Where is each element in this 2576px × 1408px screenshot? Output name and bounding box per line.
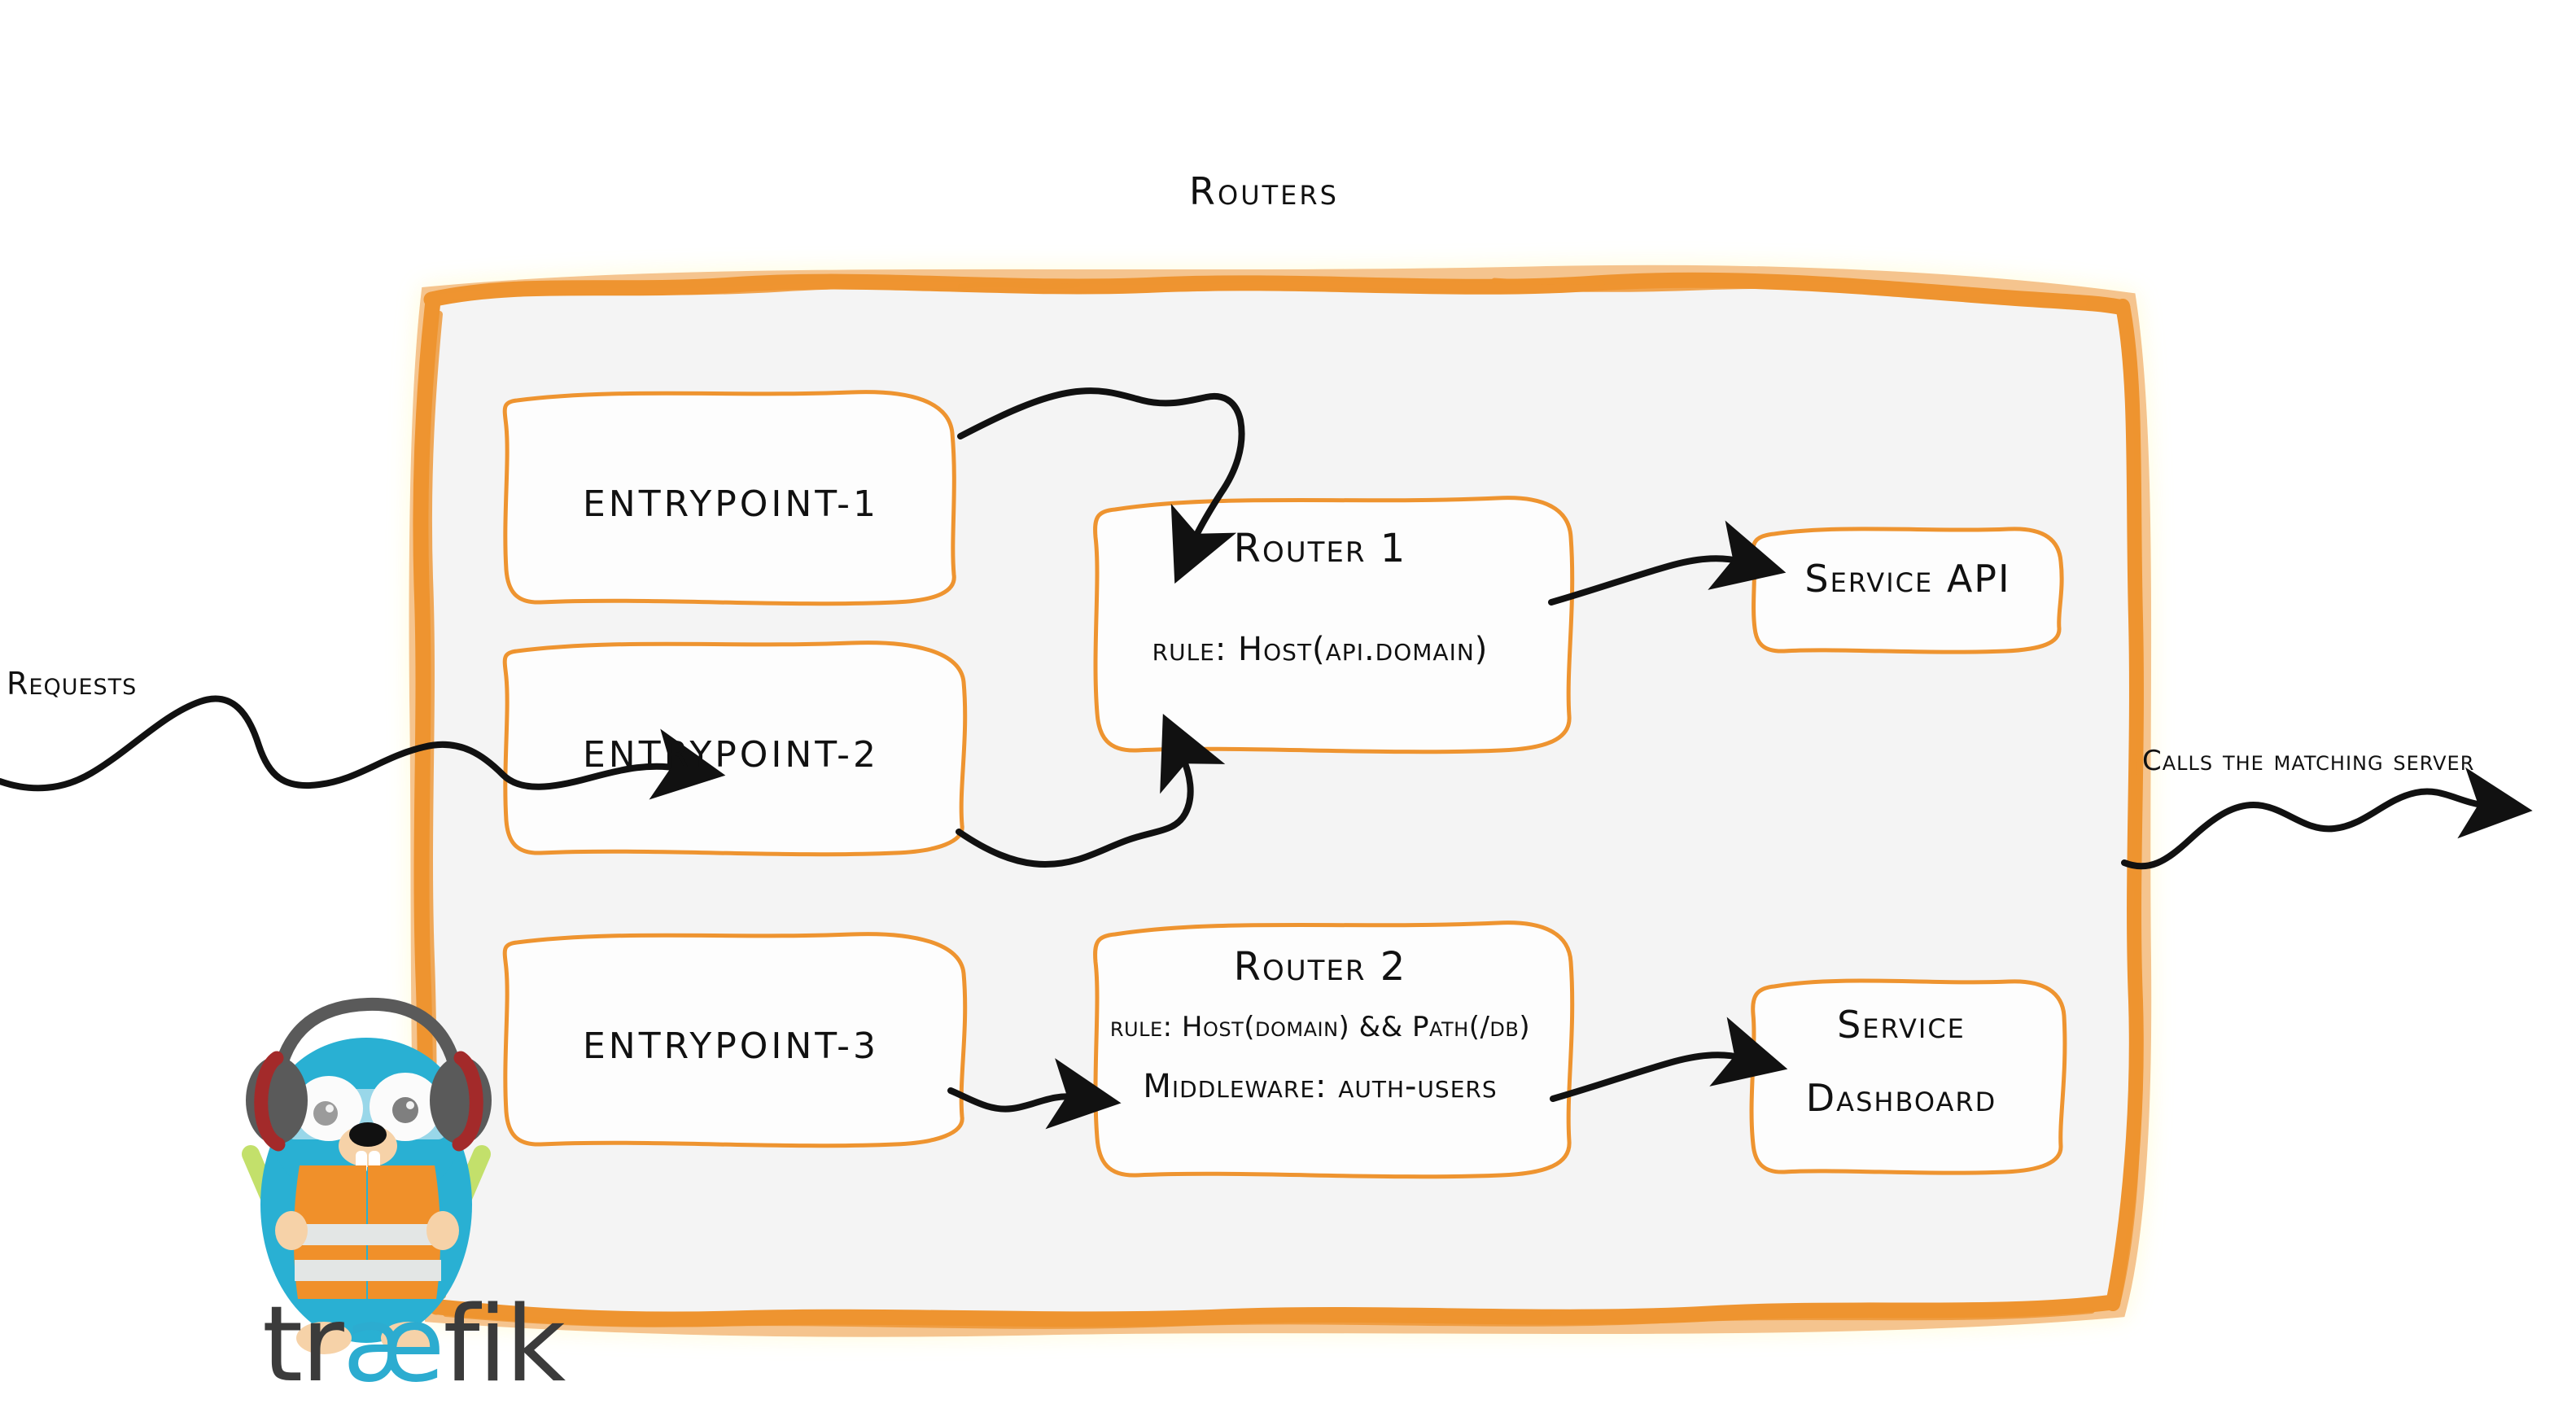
arrow-router1-to-service-api bbox=[1548, 520, 1787, 606]
entrypoint-1-box[interactable] bbox=[502, 390, 956, 606]
arrow-calls-matching-server bbox=[2121, 767, 2533, 870]
service-api-box[interactable] bbox=[1751, 527, 2064, 654]
service-api-label: Service API bbox=[1804, 557, 2011, 601]
traefik-logo: træfik bbox=[262, 1284, 566, 1406]
entrypoint-1-label: entrypoint-1 bbox=[583, 483, 879, 525]
router-1-title: Router 1 bbox=[1233, 526, 1407, 571]
arrow-ep2-to-router1 bbox=[956, 714, 1226, 868]
router-2-rule: rule: Host(domain) && Path(/db) bbox=[1109, 1011, 1531, 1043]
traefik-logo-suffix: fik bbox=[443, 1284, 566, 1406]
router-2-middleware: Middleware: auth-users bbox=[1143, 1068, 1498, 1105]
arrow-ep3-to-router2 bbox=[947, 1058, 1122, 1130]
service-dashboard-label-line1: Service bbox=[1837, 1003, 1966, 1047]
service-dashboard-label-line2: Dashboard bbox=[1805, 1076, 1997, 1120]
entrypoint-2-label: entrypoint-2 bbox=[583, 734, 879, 776]
page-title: Routers bbox=[1189, 169, 1339, 213]
requests-label: Requests bbox=[7, 666, 138, 702]
traefik-logo-prefix: tr bbox=[262, 1284, 344, 1406]
arrow-router2-to-service-dashboard bbox=[1550, 1017, 1788, 1102]
router-1-rule: rule: Host(api.domain) bbox=[1152, 631, 1489, 668]
calls-matching-server-label: Calls the matching server bbox=[2142, 745, 2475, 777]
entrypoint-3-label: entrypoint-3 bbox=[583, 1025, 879, 1067]
router-2-title: Router 2 bbox=[1233, 944, 1407, 990]
arrow-ep1-to-router1 bbox=[957, 387, 1245, 584]
traefik-logo-ligature: æ bbox=[342, 1284, 445, 1406]
entrypoint-3-box[interactable] bbox=[502, 932, 968, 1148]
arrow-requests-in bbox=[0, 695, 726, 800]
traefik-gopher-icon bbox=[242, 997, 492, 1354]
service-dashboard-box[interactable] bbox=[1749, 978, 2067, 1175]
